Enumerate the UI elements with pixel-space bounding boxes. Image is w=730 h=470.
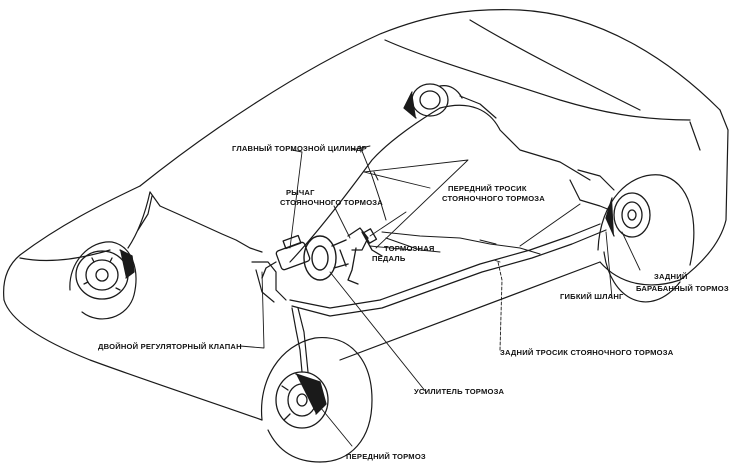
label-parking-lever-line2: СТОЯНОЧНОГО ТОРМОЗА — [280, 198, 383, 207]
label-brake-pedal-line2: ПЕДАЛЬ — [372, 254, 406, 263]
label-dual-valve: ДВОЙНОЙ РЕГУЛЯТОРНЫЙ КЛАПАН — [98, 342, 242, 351]
label-booster: УСИЛИТЕЛЬ ТОРМОЗА — [414, 387, 505, 396]
front-left-brake-rotor — [75, 249, 135, 300]
label-front-cable-line1: ПЕРЕДНИЙ ТРОСИК — [448, 184, 527, 193]
label-brake-pedal-line1: ТОРМОЗНАЯ — [384, 244, 435, 253]
label-master-cylinder: ГЛАВНЫЙ ТОРМОЗНОЙ ЦИЛИНДР — [232, 144, 367, 153]
master-cylinder — [261, 234, 311, 279]
label-rear-cable: ЗАДНИЙ ТРОСИК СТОЯНОЧНОГО ТОРМОЗА — [500, 348, 674, 357]
leader-lines — [239, 145, 641, 447]
label-rear-drum-line1: ЗАДНИЙ — [654, 272, 688, 281]
brake-booster — [303, 235, 349, 281]
car-body-outline — [3, 9, 729, 463]
rear-right-drum-brake — [605, 192, 651, 238]
parking-brake-lever — [361, 228, 383, 257]
label-flex-hose: ГИБКИЙ ШЛАНГ — [560, 292, 624, 301]
brake-pedal-assembly — [339, 227, 369, 285]
label-rear-drum-line2: БАРАБАННЫЙ ТОРМОЗ — [636, 284, 729, 293]
brake-lines — [127, 95, 615, 373]
parking-cables — [359, 145, 581, 255]
front-right-brake-rotor — [275, 371, 329, 429]
label-parking-lever-line1: РЫЧАГ — [286, 188, 315, 197]
label-front-brake: ПЕРЕДНИЙ ТОРМОЗ — [346, 452, 426, 461]
label-front-cable-line2: СТОЯНОЧНОГО ТОРМОЗА — [442, 194, 545, 203]
